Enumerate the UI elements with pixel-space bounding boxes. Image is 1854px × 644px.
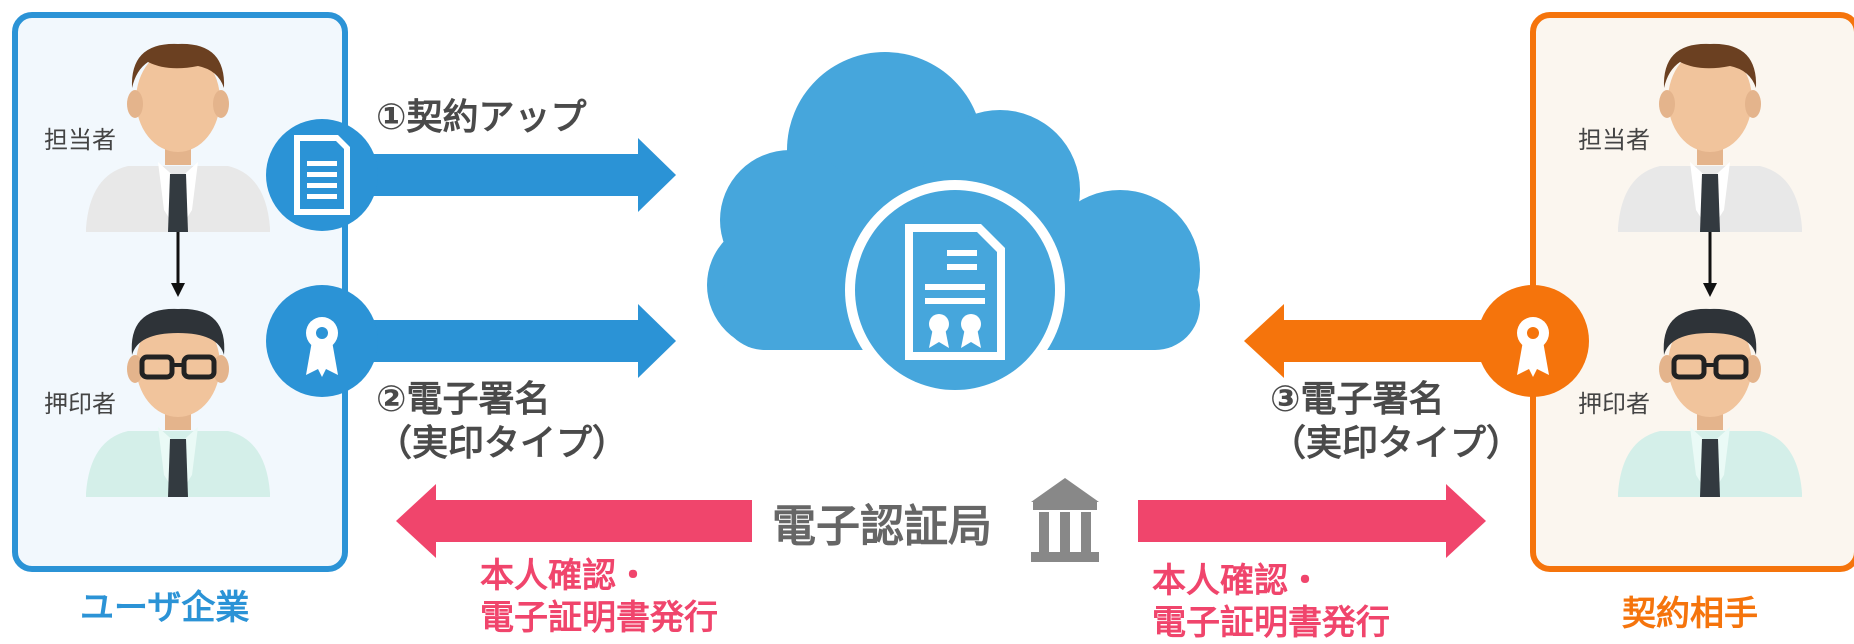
step-right-sign-label: ③電子署名 （実印タイプ） (1270, 379, 1523, 464)
ca-left-note: 本人確認・ 電子証明書発行 (480, 556, 718, 638)
certificate-authority-label: 電子認証局 (772, 501, 992, 552)
person-bottom-right-icon (1618, 308, 1802, 497)
ca-left-arrow (396, 484, 752, 558)
right-person-top-label: 担当者 (1578, 126, 1650, 154)
upload-arrow (330, 138, 676, 212)
left-person-bottom-label: 押印者 (44, 390, 116, 418)
left-sign-arrow (330, 304, 676, 378)
seal-ribbon-right-icon (1477, 285, 1589, 397)
document-icon (266, 119, 378, 231)
person-top-right-icon (1618, 43, 1802, 232)
bank-building-icon (1031, 478, 1099, 562)
left-group-title: ユーザ企業 (80, 588, 250, 628)
step-upload-label: ①契約アップ (376, 97, 587, 138)
step-left-sign-label: ②電子署名 （実印タイプ） (376, 379, 629, 464)
right-person-bottom-label: 押印者 (1578, 390, 1650, 418)
ca-right-note: 本人確認・ 電子証明書発行 (1152, 561, 1390, 643)
person-bottom-left-icon (86, 308, 270, 497)
person-top-left-icon (86, 43, 270, 232)
left-person-top-label: 担当者 (44, 126, 116, 154)
right-group-title: 契約相手 (1622, 594, 1758, 634)
seal-ribbon-icon (266, 285, 378, 397)
ca-right-arrow (1138, 484, 1486, 558)
contract-document-icon (845, 180, 1065, 400)
